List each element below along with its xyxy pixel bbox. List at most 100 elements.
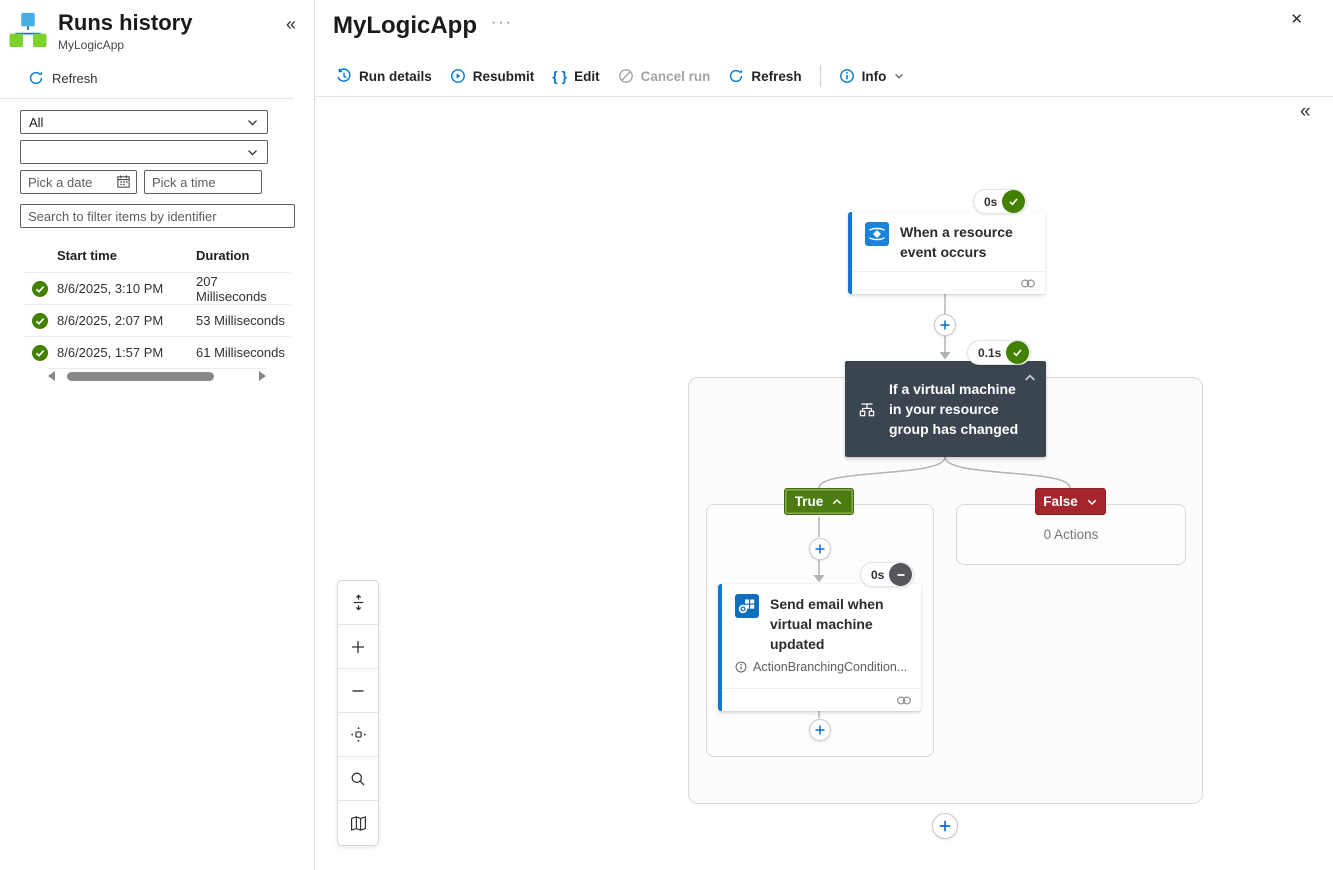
refresh-icon (730, 69, 743, 83)
refresh-run-button[interactable]: Refresh (719, 59, 810, 93)
fit-to-view-button[interactable] (338, 581, 378, 625)
action-title: Send email when virtual machine updated (770, 596, 884, 652)
panel-subtitle: MyLogicApp (58, 38, 125, 52)
panel-title: Runs history (58, 10, 193, 35)
action-status-badge[interactable]: 0s (860, 562, 915, 587)
double-chevron-left-icon: « (1300, 101, 1311, 122)
skipped-minus-icon (889, 563, 913, 586)
action-note: ActionBranchingCondition... (753, 660, 908, 674)
fit-view-icon (353, 594, 363, 611)
plus-icon (815, 725, 825, 735)
resource-event-trigger-icon (865, 222, 889, 246)
filters-section: All (0, 99, 314, 228)
runs-search-input[interactable] (20, 204, 295, 228)
zoom-in-button[interactable] (338, 625, 378, 669)
blocked-icon (618, 69, 633, 83)
condition-icon (859, 403, 875, 417)
minus-icon (352, 689, 364, 692)
workflow-canvas[interactable]: « (315, 97, 1333, 870)
panel-collapse-button[interactable]: « (280, 12, 302, 37)
action-card[interactable]: Send email when virtual machine updated … (718, 584, 921, 711)
success-check-icon (1006, 341, 1030, 364)
run-details-button[interactable]: Run details (327, 59, 441, 93)
table-row[interactable]: 8/6/2025, 2:07 PM 53 Milliseconds (24, 304, 290, 336)
chevron-down-icon (248, 119, 257, 125)
code-braces-icon: { } (552, 68, 568, 84)
history-clock-icon (337, 68, 351, 82)
insert-step-button[interactable] (809, 719, 831, 741)
card-accent-stripe (718, 584, 722, 711)
time-picker-input[interactable] (144, 170, 262, 194)
pan-move-icon (350, 726, 366, 743)
command-bar: Run details Resubmit { } Edit Cancel run (315, 56, 1333, 97)
false-branch-empty-text: 0 Actions (1043, 527, 1099, 542)
table-row[interactable]: 8/6/2025, 1:57 PM 61 Milliseconds (24, 336, 290, 368)
canvas-zoom-toolbar (337, 580, 379, 846)
chevron-up-icon (833, 498, 842, 504)
run-duration: 207 Milliseconds (196, 273, 267, 304)
run-duration: 53 Milliseconds (196, 313, 285, 328)
scrollbar-thumb[interactable] (67, 371, 214, 381)
scroll-right-arrow[interactable] (259, 371, 266, 381)
scrollbar-track[interactable] (59, 371, 255, 381)
chevron-down-icon (895, 73, 904, 79)
double-chevron-left-icon: « (285, 14, 296, 34)
close-button[interactable]: ✕ (1286, 6, 1307, 32)
false-branch-badge[interactable]: False (1035, 488, 1106, 515)
ellipsis-icon: ··· (491, 14, 513, 31)
more-options-button[interactable]: ··· (491, 14, 513, 32)
logic-apps-icon (9, 12, 47, 48)
pan-mode-button[interactable] (338, 713, 378, 757)
secondary-filter-dropdown[interactable] (20, 140, 268, 164)
run-detail-panel: MyLogicApp ··· ✕ Run details Resubmit (315, 0, 1333, 870)
runs-table-header: Start time Duration (24, 242, 290, 272)
table-row[interactable]: 8/6/2025, 3:10 PM 207 Milliseconds (24, 272, 290, 304)
column-start-time: Start time (57, 248, 117, 263)
trigger-status-badge[interactable]: 0s (973, 189, 1028, 214)
plus-icon (352, 640, 364, 653)
insert-step-button[interactable] (934, 314, 956, 336)
info-icon (735, 661, 747, 673)
plus-icon (939, 820, 951, 832)
edit-button[interactable]: { } Edit (543, 59, 608, 93)
connection-link-icon (897, 696, 911, 704)
status-filter-dropdown[interactable]: All (20, 110, 268, 134)
insert-step-button[interactable] (932, 813, 958, 839)
chevron-down-icon (248, 149, 257, 155)
date-picker-input[interactable] (20, 170, 137, 194)
run-start-time: 8/6/2025, 2:07 PM (57, 313, 164, 328)
resubmit-button[interactable]: Resubmit (441, 59, 544, 93)
outlook-icon (735, 594, 759, 618)
horizontal-scrollbar (48, 368, 266, 383)
runs-table: Start time Duration 8/6/2025, 3:10 PM 20… (24, 242, 290, 383)
success-check-icon (32, 280, 48, 297)
scroll-left-arrow[interactable] (48, 371, 55, 381)
zoom-out-button[interactable] (338, 669, 378, 713)
insert-step-button[interactable] (809, 538, 831, 560)
minimap-button[interactable] (338, 801, 378, 845)
condition-status-badge[interactable]: 0.1s (967, 340, 1032, 365)
divider (0, 98, 294, 99)
connection-link-icon (1021, 279, 1035, 287)
run-start-time: 8/6/2025, 1:57 PM (57, 345, 164, 360)
refresh-label: Refresh (52, 70, 98, 86)
condition-card[interactable]: If a virtual machine in your resource gr… (845, 361, 1046, 457)
logic-app-title: MyLogicApp (333, 12, 477, 39)
status-filter-value: All (29, 114, 44, 130)
close-icon: ✕ (1290, 11, 1303, 28)
runs-refresh-button[interactable]: Refresh (28, 70, 98, 86)
trigger-card[interactable]: When a resource event occurs (848, 212, 1045, 294)
chevron-down-icon (1087, 499, 1096, 505)
plus-icon (940, 320, 950, 330)
runs-history-header: Runs history MyLogicApp « (0, 0, 314, 52)
info-button[interactable]: Info (830, 59, 915, 93)
refresh-icon (29, 71, 43, 85)
true-branch-badge[interactable]: True (784, 488, 854, 515)
run-duration: 61 Milliseconds (196, 345, 285, 360)
canvas-search-button[interactable] (338, 757, 378, 801)
trigger-title: When a resource event occurs (900, 224, 1013, 260)
cancel-run-button[interactable]: Cancel run (609, 59, 720, 93)
canvas-collapse-button[interactable]: « (1300, 101, 1311, 123)
resubmit-play-icon (450, 69, 465, 83)
